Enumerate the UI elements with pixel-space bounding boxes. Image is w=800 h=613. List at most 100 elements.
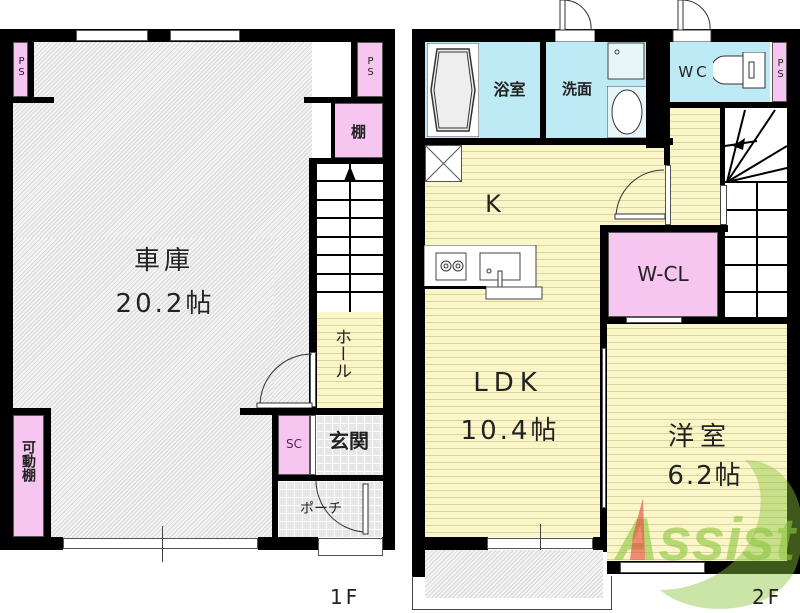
- shoe-closet: [278, 415, 310, 475]
- wall-top-2f: [412, 29, 794, 42]
- movable-shelf-wall: [13, 408, 51, 415]
- front-door-swing-icon: [315, 479, 369, 535]
- wall-left: [0, 29, 13, 550]
- garage-floor-right: [274, 238, 312, 408]
- toilet-icon: [713, 52, 766, 89]
- stair-wall-left: [309, 158, 317, 413]
- garage-shutter[interactable]: [63, 538, 258, 549]
- kitchen-label: K: [485, 190, 501, 218]
- stair-arrow-icon: [733, 138, 745, 150]
- shelf-wall: [331, 103, 335, 158]
- shelf: [334, 103, 383, 158]
- fridge-space-icon: [425, 145, 462, 182]
- kitchen-hall-wall: [664, 145, 670, 165]
- wcl-wall-right: [718, 225, 725, 322]
- movable-shelf-label: 可動棚: [20, 440, 36, 482]
- wall-bottom-ldk: [412, 537, 488, 550]
- stair-arrow-icon: [344, 166, 356, 181]
- ps-left-label: PS: [16, 56, 27, 78]
- wall-bottom-mid: [258, 537, 318, 550]
- wcl-wall-left: [600, 225, 608, 322]
- garage-entrance-wall-v: [272, 408, 278, 538]
- ps-left-wall: [28, 42, 34, 100]
- balcony[interactable]: [425, 550, 603, 598]
- bath-door-icon: [555, 0, 595, 42]
- window-top-2: [170, 30, 240, 41]
- ps-right-label: PS: [365, 56, 376, 78]
- entrance-step: [310, 415, 316, 475]
- western-top-wall: [600, 317, 800, 324]
- floor-1f: PS PS 棚 ホール: [0, 29, 395, 609]
- ps-left-wall-h: [13, 97, 54, 103]
- shelf-label: 棚: [350, 123, 366, 141]
- sliding-door[interactable]: [602, 348, 606, 508]
- wall-right: [383, 29, 395, 550]
- movable-shelf-wall-v: [44, 408, 51, 538]
- stair-wall-2f: [720, 108, 725, 185]
- stair-landing: [720, 185, 727, 225]
- wcl-door[interactable]: [626, 317, 682, 323]
- walk-in-closet-label: W-CL: [637, 262, 689, 286]
- western-room-area: 6.2帖: [667, 461, 743, 491]
- kitchen-floor[interactable]: [424, 145, 666, 225]
- bath-wash-wall: [540, 42, 546, 138]
- ps-left: [13, 42, 28, 97]
- staircase-1f[interactable]: [317, 164, 383, 312]
- wcl-wall-top: [600, 225, 728, 232]
- hall-floor-2f[interactable]: [670, 108, 725, 228]
- shoe-closet-label: SC: [286, 437, 302, 451]
- balcony-rail: [412, 576, 612, 610]
- ps-right: [357, 42, 383, 97]
- garage-label: 車庫: [133, 246, 194, 276]
- garage-floor-lower: [12, 238, 274, 538]
- ps-right-wall: [351, 42, 357, 100]
- door-swing-icon: [256, 353, 313, 409]
- wet-area-bottom-wall: [425, 138, 673, 145]
- floor-label-1f: 1F: [330, 585, 361, 609]
- ps-right-wall-h: [304, 97, 383, 103]
- hall-door-frame-2f: [665, 165, 671, 225]
- hall[interactable]: [317, 312, 383, 408]
- hall-label: ホール: [331, 328, 351, 379]
- stairs-icon: [724, 108, 788, 318]
- wall-right-2f: [787, 29, 800, 574]
- wall-bottom-left: [0, 537, 63, 550]
- washroom-label: 洗面: [561, 80, 592, 98]
- porch-step: [318, 538, 383, 556]
- kitchen-counter-icon: [424, 245, 543, 300]
- walk-in-closet[interactable]: [608, 232, 718, 317]
- porch-label: ポーチ: [300, 501, 342, 517]
- window-top-1: [76, 30, 148, 41]
- sink-icon: [607, 86, 647, 138]
- sc-wall: [278, 475, 383, 481]
- ps-2f: [772, 42, 787, 102]
- western-window[interactable]: [620, 562, 705, 573]
- floor-label-2f: 2F: [752, 585, 783, 609]
- washing-machine-icon: [607, 42, 645, 80]
- stairs-icon: [317, 164, 383, 312]
- entrance-label: 玄関: [329, 429, 369, 453]
- garage-shutter-mark: [162, 526, 163, 562]
- ldk-area: 10.4帖: [460, 416, 560, 446]
- assist-logo-watermark: Assist: [613, 460, 800, 609]
- bathroom-label: 浴室: [493, 80, 526, 99]
- ps-2f-label: PS: [775, 58, 786, 80]
- toilet-label: WC: [678, 63, 710, 81]
- western-room-label: 洋室: [667, 422, 732, 452]
- floor-2f: 浴室 洗面 WC PS: [400, 0, 800, 613]
- wash-wc-wall: [646, 42, 670, 148]
- garage-entrance-wall: [240, 408, 383, 415]
- kitchen-door-swing-icon: [614, 169, 666, 220]
- wall-bottom-right: [382, 537, 395, 550]
- bathtub-icon: [427, 43, 479, 137]
- staircase-2f[interactable]: [724, 108, 788, 318]
- entrance[interactable]: [316, 415, 383, 475]
- window-mark: [540, 524, 541, 560]
- stair-wall: [309, 158, 383, 164]
- garage-floor: [12, 42, 312, 238]
- ldk-label: LDK: [473, 368, 543, 398]
- hall-door-frame: [310, 352, 316, 407]
- wc-bottom-wall: [670, 102, 787, 108]
- wall-left-2f: [412, 29, 425, 577]
- garage-area: 20.2帖: [115, 289, 215, 319]
